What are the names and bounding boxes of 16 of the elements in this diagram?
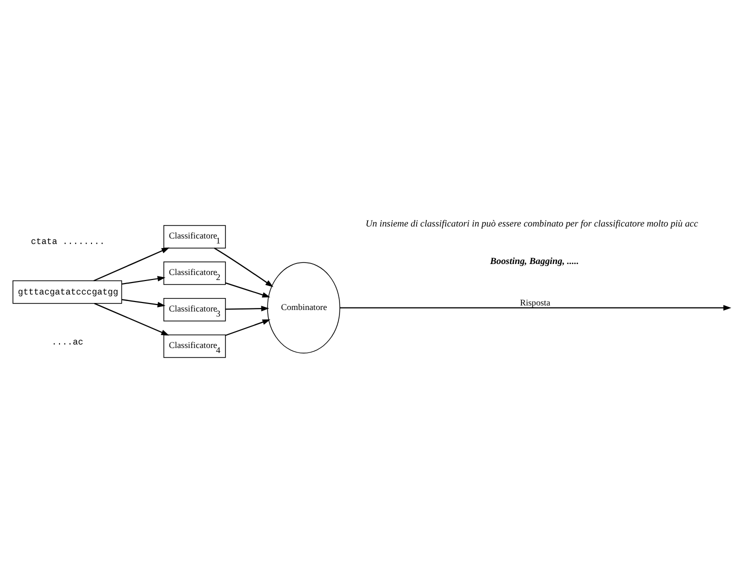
label: Un insieme di classificatori in può essere combinato per for classificatore molto più acc [366,218,698,229]
label: ....ac [52,337,84,348]
arrow [122,298,166,307]
arrow [94,247,170,281]
node-ellipse: Combinatore [267,262,340,353]
edge-label: Risposta [520,296,550,307]
arrow [225,318,270,336]
label: ctata ........ [30,236,105,247]
arrow [214,247,274,287]
arrow [225,282,270,298]
arrow [340,304,732,310]
arrow [226,305,270,311]
node-box: gtttacgatatcccgatgg [12,280,122,304]
arrow [122,275,166,284]
arrow [94,302,170,336]
label: Boosting, Bagging, ..... [490,256,579,267]
